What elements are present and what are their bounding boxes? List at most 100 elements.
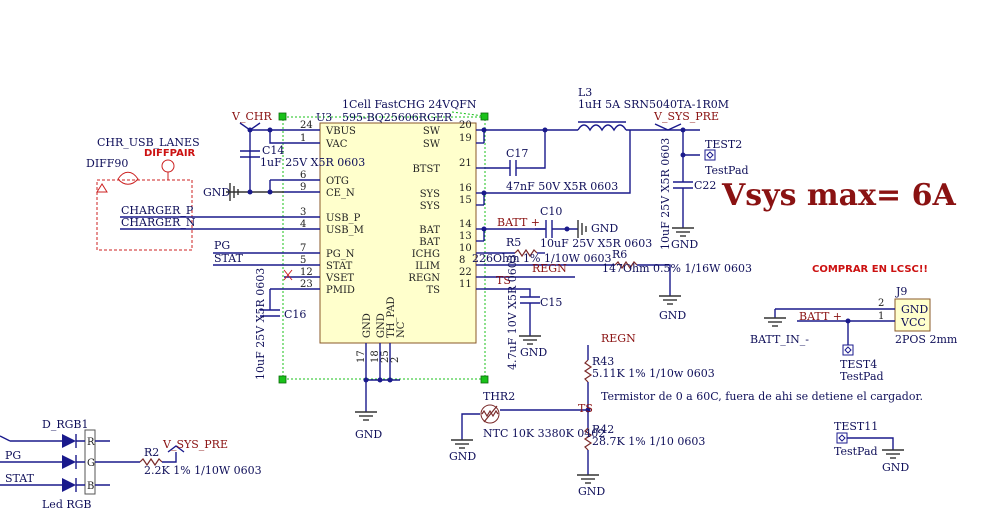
resistor-r2[interactable] [139, 457, 163, 467]
ic-pin-name-left: PMID [326, 285, 355, 296]
testpad-test2[interactable] [704, 149, 716, 161]
ic-pin-name-right: SYS [420, 201, 440, 212]
net-charger-p: CHARGER_P [121, 204, 194, 217]
ic-pin-number-right: 20 [459, 120, 472, 131]
ic-pin-number-left: 7 [300, 243, 306, 254]
connector-j9[interactable] [894, 298, 931, 332]
resistor-r42[interactable] [583, 427, 593, 451]
ic-pin-number-right: 8 [459, 255, 465, 266]
c10-ref: C10 [540, 205, 562, 218]
capacitor-c17[interactable] [509, 160, 530, 176]
ic-pin-name-right: SYS [420, 189, 440, 200]
ic-pin-name-right: SW [423, 139, 441, 150]
j9-value: 2POS 2mm [895, 333, 958, 346]
gnd-label-c10: GND [591, 222, 618, 235]
r5-value: 226Ohm 1% 1/10W 0603 [472, 252, 611, 265]
j9-pin2-num: 2 [878, 298, 884, 309]
ic-pin-number-left: 6 [300, 170, 306, 181]
test4-ref: TEST4 [840, 358, 877, 371]
ic-pin-name-bottom: TH_PAD [386, 297, 397, 338]
c14-value: 1uF 25V X5R 0603 [260, 156, 365, 169]
ic-pin-number-left: 3 [300, 207, 306, 218]
usb-lanes-title: CHR_USB_LANES [97, 136, 200, 149]
j9-pin2-name: GND [901, 303, 928, 316]
ground-ic [355, 411, 377, 421]
inductor-l3[interactable] [577, 121, 627, 132]
led-rgb[interactable] [0, 429, 140, 495]
ic-pin-number-left: 12 [300, 267, 313, 278]
led-pin-b: B [87, 481, 94, 492]
ic-pin-number-right: 19 [459, 133, 472, 144]
ic-pin-number-left: 9 [300, 182, 306, 193]
d-rgb1-value: Led RGB [42, 498, 92, 511]
ic-pin-number-left: 1 [300, 133, 306, 144]
ground-r6 [659, 295, 681, 305]
gnd-label-c15: GND [520, 346, 547, 359]
r43-ref: R43 [592, 355, 614, 368]
d-rgb1-ref: D_RGB1 [42, 418, 88, 431]
ic-pin-number-bottom: 2 [390, 357, 401, 363]
note-vsys-max: Vsys max= 6A [721, 178, 956, 213]
gnd-label-r6: GND [659, 309, 686, 322]
ic-pin-number-right: 22 [459, 267, 472, 278]
ic-pin-number-left: 5 [300, 255, 306, 266]
gnd-label-test11: GND [882, 461, 909, 474]
ic-description: 1Cell FastCHG 24VQFN [342, 98, 477, 111]
net-regn-divider: REGN [601, 332, 636, 345]
ic-pin-number-bottom: 17 [356, 350, 367, 363]
ic-pin-number-right: 14 [459, 219, 472, 230]
gnd-label-c22: GND [671, 238, 698, 251]
ground-symbol-left [226, 179, 284, 201]
ic-pin-number-right: 15 [459, 195, 472, 206]
capacitor-c22[interactable] [673, 160, 693, 228]
gnd-label-otg: GND [203, 186, 230, 199]
capacitor-c15[interactable] [520, 296, 540, 336]
r6-ref: R6 [612, 248, 627, 261]
usb-lanes-box [96, 159, 193, 251]
ic-pin-number-left: 4 [300, 219, 306, 230]
testpad-test11[interactable] [836, 432, 848, 444]
net-batt-minus: BATT_IN_- [750, 333, 809, 346]
ic-pin-name-right: SW [423, 126, 441, 137]
c17-value: 47nF 50V X5R 0603 [506, 180, 618, 193]
ic-ref: U3 [316, 111, 332, 124]
test11-ref: TEST11 [834, 420, 878, 433]
capacitor-c10[interactable] [545, 220, 578, 238]
net-v-chr: V_CHR [231, 110, 272, 123]
r43-value: 5.11K 1% 1/10w 0603 [592, 367, 715, 380]
resistor-r43[interactable] [583, 359, 593, 383]
gnd-label-r42: GND [578, 485, 605, 498]
resistor-r5[interactable] [514, 248, 538, 258]
test4-value: TestPad [840, 370, 884, 383]
testpad-test4[interactable] [842, 344, 854, 356]
net-v-sys-pre-led: V_SYS_PRE [162, 438, 228, 451]
capacitor-c14[interactable] [240, 150, 260, 192]
ic-pin-name-left: STAT [326, 261, 353, 272]
ic-pin-name-bottom: NC [396, 321, 407, 338]
ic-u3[interactable] [278, 111, 489, 384]
thr2-ref: THR2 [483, 390, 515, 403]
net-regn: REGN [532, 262, 567, 275]
c15-value: 4.7uF 10V X5R 0603 [506, 254, 519, 370]
ic-pin-name-right: TS [426, 285, 440, 296]
net-pg: PG [214, 239, 230, 252]
thermistor-thr2[interactable] [480, 404, 500, 424]
ic-pin-name-right: BTST [412, 164, 440, 175]
ic-pin-number-right: 13 [459, 231, 472, 242]
c22-value: 10uF 25V X5R 0603 [659, 138, 672, 250]
c16-ref: C16 [284, 308, 306, 321]
resistor-r6[interactable] [614, 260, 638, 270]
c17-ref: C17 [506, 147, 528, 160]
r42-ref: R42 [592, 423, 614, 436]
ground-c22 [672, 227, 694, 237]
capacitor-c16[interactable] [260, 309, 280, 317]
net-ts: TS [496, 274, 511, 287]
ground-test11 [882, 449, 904, 459]
ic-pin-number-right: 11 [459, 279, 472, 290]
ic-pin-number-left: 24 [300, 120, 313, 131]
ic-part-number: 595-BQ25606RGER [342, 111, 453, 124]
l3-value: 1uH 5A SRN5040TA-1R0M [578, 98, 729, 111]
net-charger-n: CHARGER_N [121, 216, 196, 229]
